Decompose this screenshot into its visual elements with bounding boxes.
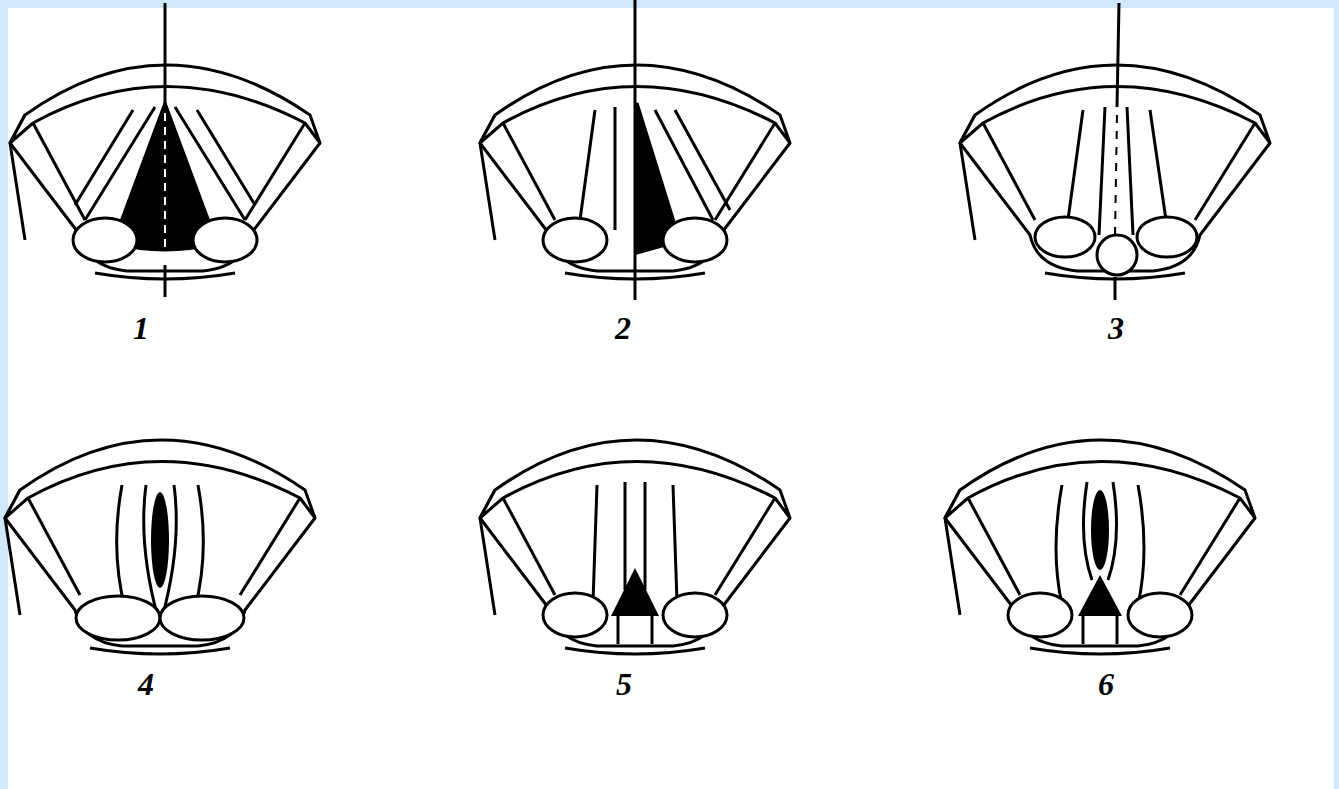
- figure-number: 4: [138, 668, 154, 700]
- figure-number: 2: [615, 312, 631, 344]
- figure-number: 3: [1108, 312, 1124, 344]
- abducted-glottis: [10, 3, 320, 297]
- unilateral-paralysis: [480, 0, 790, 300]
- adducted-glottis: [960, 3, 1270, 300]
- spindle-and-triangle-gap: [945, 440, 1255, 654]
- spindle-gap: [5, 440, 315, 654]
- figure-number: 1: [133, 312, 149, 344]
- figure-number: 6: [1098, 668, 1114, 700]
- posterior-triangle-gap: [480, 440, 790, 654]
- figure-number: 5: [616, 668, 632, 700]
